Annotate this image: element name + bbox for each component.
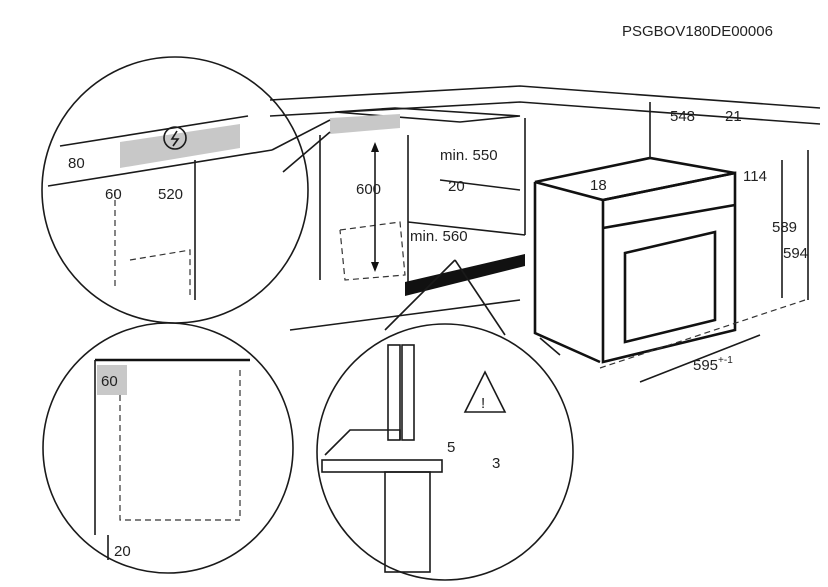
oven [533,156,737,364]
oven-total-height-label: 594 [783,245,808,262]
oven-door-offset-label: 21 [725,108,742,125]
bottom-gap-b-label: 3 [492,455,500,472]
socket-detail-circle [41,56,331,324]
side-detail-circle [42,322,294,574]
oven-width-label: 595+-1 [693,355,733,374]
warning-icon [463,370,507,413]
bottom-gap-a-label: 5 [447,439,455,456]
bottom-detail-circle: ! [316,259,574,581]
cabinet-height-label: 600 [356,181,381,198]
oven-body-height-label: 589 [772,219,797,236]
socket-clearance-label: 520 [158,186,183,203]
socket-height-label: 80 [68,155,85,172]
drawing-code: PSGBOV180DE00006 [622,23,773,40]
side-width-label: 20 [114,543,131,560]
socket-area [330,114,400,134]
socket-depth-label: 60 [105,186,122,203]
oven-top-gap-label: 18 [590,177,607,194]
cabinet-min-width-label: min. 550 [440,147,498,164]
warning-mark: ! [481,395,485,412]
electric-socket-icon [163,126,187,150]
oven-panel-height-label: 114 [743,168,767,185]
cabinet-min-depth-label: min. 560 [410,228,468,245]
oven-depth-label: 548 [670,108,695,125]
side-depth-label: 60 [101,373,118,390]
